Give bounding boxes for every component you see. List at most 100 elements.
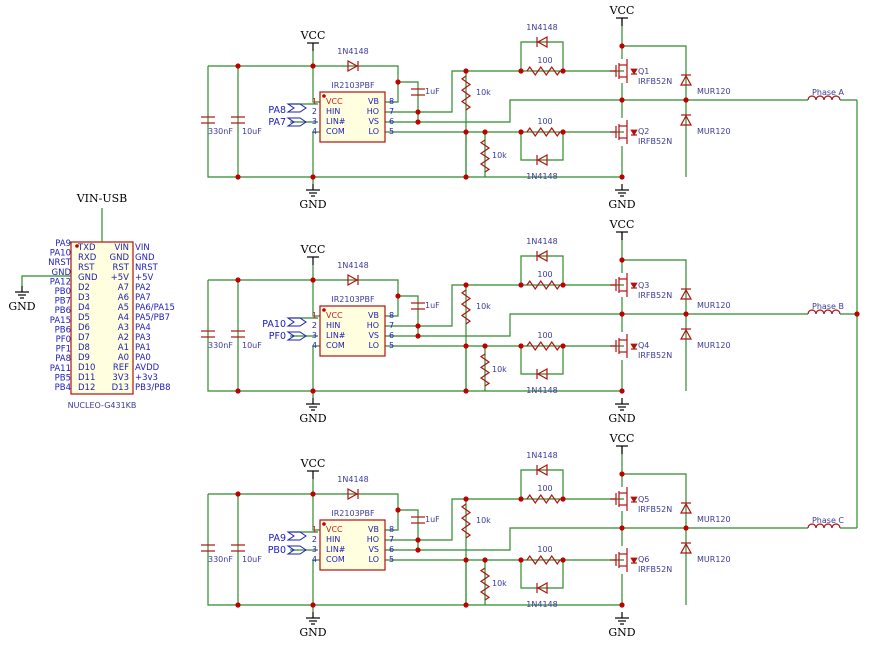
nucleo-outer-right-label: +5V xyxy=(135,273,154,283)
resistor xyxy=(460,75,472,111)
pulldown-resistor-value: 10k xyxy=(492,365,507,374)
nucleo-inner-right-label: A7 xyxy=(118,283,129,293)
nucleo-outer-left-label: PB4 xyxy=(55,383,71,393)
nucleo-inner-left-label: D4 xyxy=(78,303,90,313)
boot-diode-label: 1N4148 xyxy=(337,47,368,56)
junction-dot xyxy=(518,282,524,288)
driver-pin-number: 2 xyxy=(312,107,317,116)
gnd-label: GND xyxy=(299,198,326,211)
driver-pin-name: COM xyxy=(326,341,345,350)
junction-dot xyxy=(619,388,625,394)
junction-dot xyxy=(395,507,401,513)
nucleo-inner-left-label: D6 xyxy=(78,323,90,333)
diode-symbol xyxy=(679,502,693,514)
nucleo-outer-left-label: PA12 xyxy=(50,277,71,287)
mosfet-part: IRFB52N xyxy=(638,137,672,146)
driver-pin-name: HO xyxy=(367,107,379,116)
junction-dot xyxy=(518,68,524,74)
nucleo-outer-right-label: PB3/PB8 xyxy=(135,383,171,393)
resistor xyxy=(479,139,491,173)
driver-pin-number: 1 xyxy=(312,97,317,106)
gnd-label: GND xyxy=(8,300,35,313)
mosfet-part: IRFB52N xyxy=(638,565,672,574)
driver-chip xyxy=(319,305,386,357)
driver-pin-name: HIN xyxy=(326,107,340,116)
phase-label: Phase A xyxy=(812,88,844,97)
ho-to-gate xyxy=(385,284,624,327)
gnd-label: GND xyxy=(608,626,635,639)
mosfet-part: IRFB52N xyxy=(638,351,672,360)
junction-dot xyxy=(560,68,566,74)
diode-symbol xyxy=(347,59,359,73)
driver-pin-name: VCC xyxy=(326,97,343,106)
driver-chip xyxy=(319,519,386,571)
nucleo-inner-left-label: D12 xyxy=(78,383,95,393)
driver-pin-name: LIN# xyxy=(326,545,346,554)
driver-pin-number: 6 xyxy=(389,117,394,126)
driver-pin-number: 8 xyxy=(389,97,394,106)
driver-pin-name: VB xyxy=(368,97,379,106)
junction-dot xyxy=(560,557,566,563)
capacitor-1uf-value: 1uF xyxy=(425,87,440,96)
pin1-marker xyxy=(322,94,326,98)
gate-diode-label: 1N4148 xyxy=(526,386,557,395)
diode-symbol xyxy=(536,35,548,49)
driver-pin-name: VS xyxy=(368,545,379,554)
nucleo-inner-right-label: RST xyxy=(113,263,130,273)
gate-diode-label: 1N4148 xyxy=(526,237,557,246)
input-port-label: PB0 xyxy=(268,545,286,556)
driver-pin-name: LO xyxy=(369,127,379,136)
nucleo-outer-right-label: +3v3 xyxy=(135,373,158,383)
ground-rail xyxy=(207,494,622,606)
junction-dot xyxy=(395,79,401,85)
resistor xyxy=(460,503,472,539)
nucleo-outer-right-label: PA4 xyxy=(135,323,151,333)
junction-dot xyxy=(463,343,469,349)
nucleo-outer-left-label: PA9 xyxy=(55,239,71,249)
vin-usb-label: VIN-USB xyxy=(76,192,128,205)
nucleo-inner-left-label: D8 xyxy=(78,343,90,353)
vcc-to-driver xyxy=(312,479,320,531)
drain-supply xyxy=(621,446,687,605)
nucleo-inner-left-label: D9 xyxy=(78,353,90,363)
nucleo-outer-left-label: PB6 xyxy=(55,325,71,335)
junction-dot xyxy=(560,343,566,349)
vcc-label: VCC xyxy=(609,218,635,231)
junction-dot xyxy=(463,557,469,563)
driver-pin-name: HO xyxy=(367,535,379,544)
junction-dot xyxy=(463,602,469,608)
junction-dot xyxy=(619,471,625,477)
nucleo-outer-left-label: PA15 xyxy=(50,316,71,326)
junction-dot xyxy=(463,282,469,288)
vcc-label: VCC xyxy=(300,243,326,256)
nucleo-board: VIN-USBGNDTXDRXDRSTGNDD2D3D4D5D6D7D8D9D1… xyxy=(8,192,175,410)
input-port-shape xyxy=(286,545,307,555)
nucleo-inner-left-label: GND xyxy=(78,273,98,283)
junction-dot xyxy=(482,343,488,349)
nucleo-outer-left-label: PB6 xyxy=(55,306,71,316)
nucleo-outer-right-label: PA1 xyxy=(135,343,151,353)
driver-pin-number: 5 xyxy=(389,127,394,136)
nucleo-inner-right-label: A2 xyxy=(118,333,129,343)
junction-dot xyxy=(415,323,421,329)
resistor xyxy=(526,279,561,291)
low-diode-loop xyxy=(520,132,564,161)
junction-dot xyxy=(683,311,689,317)
body-diode xyxy=(630,68,638,75)
junction-dot xyxy=(395,293,401,299)
vcc-to-driver xyxy=(312,51,320,103)
vs-to-phase xyxy=(418,313,686,337)
nucleo-outer-left-label: PF0 xyxy=(56,335,71,345)
mosfet-designator: Q1 xyxy=(638,67,649,76)
driver-chip xyxy=(319,91,386,143)
driver-pin-number: 5 xyxy=(389,341,394,350)
diode-symbol xyxy=(679,74,693,86)
driver-pin-number: 7 xyxy=(389,321,394,330)
freewheel-diode-label: MUR120 xyxy=(697,301,731,310)
freewheel-diode-label: MUR120 xyxy=(697,515,731,524)
junction-dot xyxy=(619,174,625,180)
driver-pin-name: HIN xyxy=(326,321,340,330)
resistor xyxy=(526,126,561,138)
resistor xyxy=(526,340,561,352)
